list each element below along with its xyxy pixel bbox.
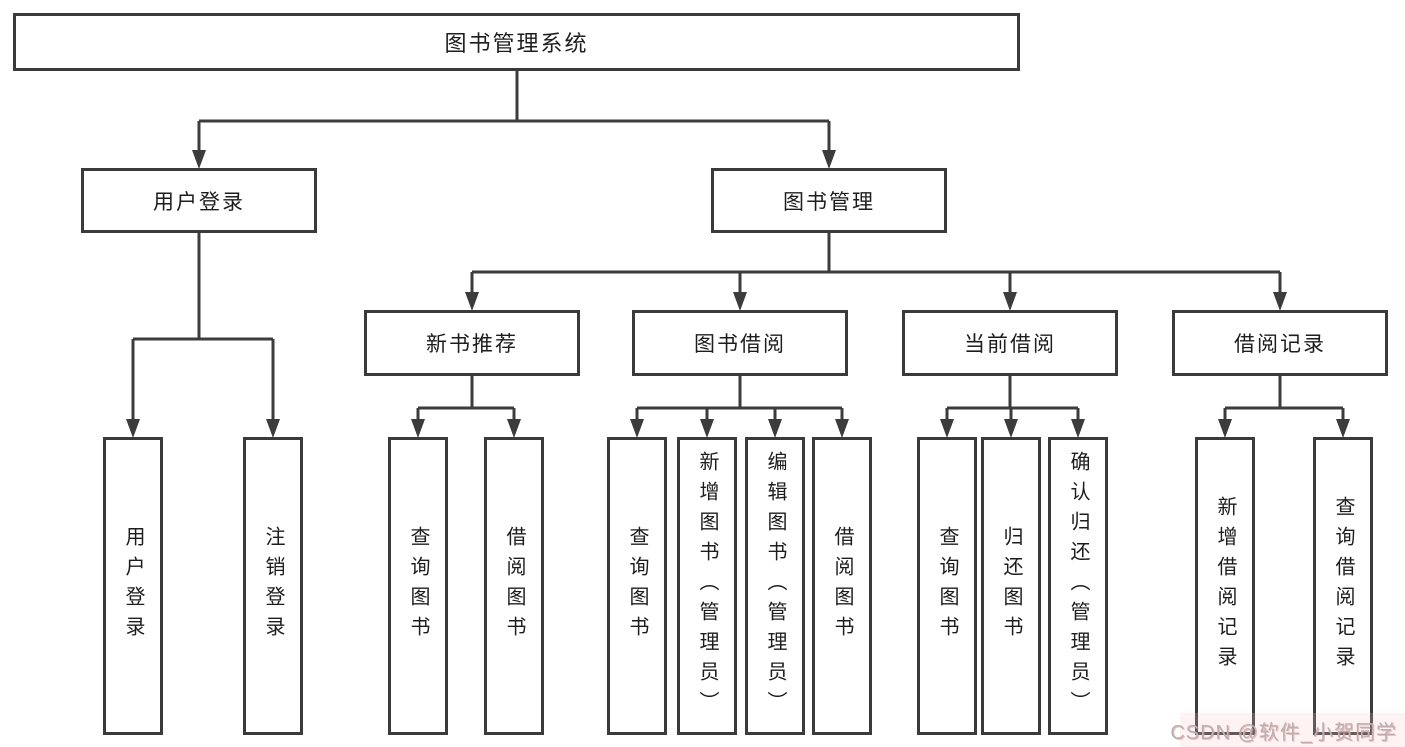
node-leaf-borrow-books: 借阅图书 bbox=[812, 437, 872, 735]
node-leaf-query-books-current: 查询图书 bbox=[917, 437, 977, 735]
connector-book-borrow-children bbox=[635, 376, 844, 420]
connector-book-management-children bbox=[470, 233, 1282, 293]
node-new-book-recommend: 新书推荐 bbox=[364, 310, 580, 376]
node-leaf-return-books: 归还图书 bbox=[981, 437, 1041, 735]
node-leaf-confirm-return-admin: 确认归还（管理员） bbox=[1048, 437, 1108, 735]
node-borrow-records: 借阅记录 bbox=[1172, 310, 1388, 376]
node-leaf-query-borrow-record: 查询借阅记录 bbox=[1313, 437, 1373, 735]
node-leaf-edit-books-admin: 编辑图书（管理员） bbox=[745, 437, 805, 735]
node-leaf-query-books-recommend: 查询图书 bbox=[388, 437, 448, 735]
node-leaf-logout: 注销登录 bbox=[243, 437, 303, 735]
node-root: 图书管理系统 bbox=[13, 13, 1020, 71]
arrowheads bbox=[126, 150, 1350, 438]
node-leaf-query-books-borrow: 查询图书 bbox=[607, 437, 667, 735]
node-leaf-user-login: 用户登录 bbox=[103, 437, 163, 735]
connector-borrow-records-children bbox=[1223, 376, 1345, 420]
node-book-borrow: 图书借阅 bbox=[632, 310, 848, 376]
node-book-management: 图书管理 bbox=[711, 168, 947, 233]
connector-current-borrow-children bbox=[945, 376, 1080, 420]
connector-root-children bbox=[197, 71, 831, 151]
connector-new-book-recommend-children bbox=[416, 376, 516, 420]
connector-user-login-children bbox=[131, 233, 275, 420]
node-current-borrow: 当前借阅 bbox=[902, 310, 1118, 376]
node-user-login: 用户登录 bbox=[81, 168, 317, 233]
node-leaf-add-borrow-record: 新增借阅记录 bbox=[1195, 437, 1255, 735]
node-leaf-borrow-books-recommend: 借阅图书 bbox=[484, 437, 544, 735]
csdn-watermark: CSDN @软件_小贺同学 bbox=[1170, 722, 1397, 744]
node-leaf-add-books-admin: 新增图书（管理员） bbox=[677, 437, 737, 735]
